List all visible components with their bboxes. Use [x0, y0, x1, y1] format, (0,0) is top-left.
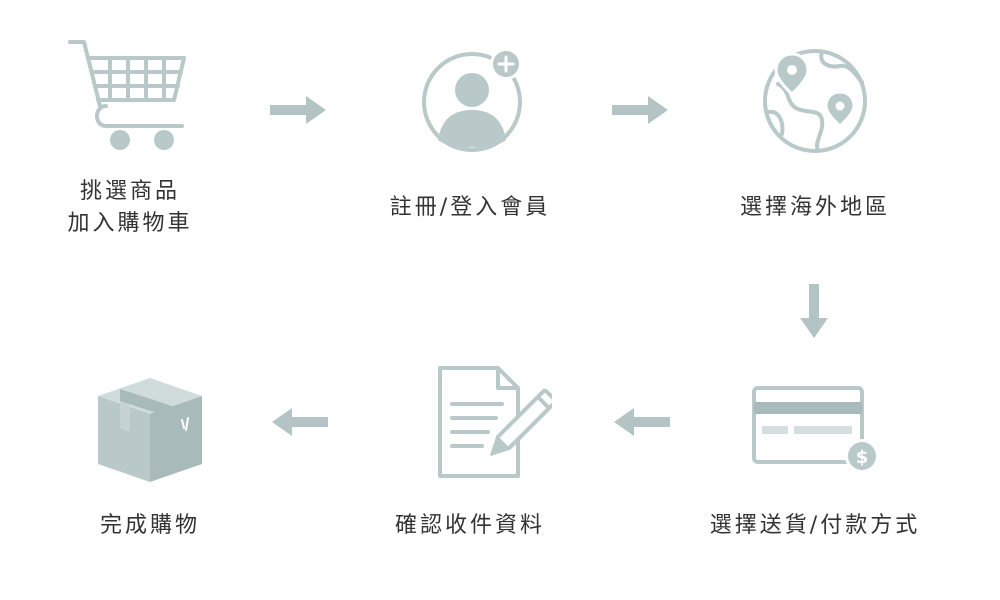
step-label-confirm-recipient: 確認收件資料: [370, 510, 570, 542]
step-label-select-shipping-payment: 選擇送貨/付款方式: [690, 510, 940, 542]
svg-text:$: $: [856, 447, 869, 468]
package-box-icon: [98, 378, 202, 482]
step-label-line: 挑選商品: [79, 179, 180, 204]
arrow-right-icon: [270, 96, 326, 124]
step-label-line: 選擇送貨/付款方式: [709, 513, 921, 538]
step-label-select-product: 挑選商品 加入購物車: [40, 176, 220, 240]
arrow-down-icon: [800, 284, 828, 338]
arrow-left-icon: [272, 408, 328, 436]
step-label-select-region: 選擇海外地區: [715, 192, 915, 224]
cart-icon: [68, 40, 186, 150]
step-label-line: 加入購物車: [67, 211, 193, 236]
step-label-line: 完成購物: [99, 513, 200, 538]
document-edit-icon: [438, 366, 552, 478]
globe-pin-icon: [763, 49, 867, 153]
arrow-right-icon: [612, 96, 668, 124]
step-label-complete-purchase: 完成購物: [60, 510, 240, 542]
arrow-left-icon: [614, 408, 670, 436]
credit-card-dollar-icon: $: [752, 386, 879, 473]
step-label-line: 確認收件資料: [394, 513, 545, 538]
step-label-member-login: 註冊/登入會員: [370, 192, 570, 224]
step-label-line: 選擇海外地區: [739, 195, 890, 220]
step-label-line: 註冊/登入會員: [389, 195, 551, 220]
user-add-icon: [422, 48, 522, 152]
